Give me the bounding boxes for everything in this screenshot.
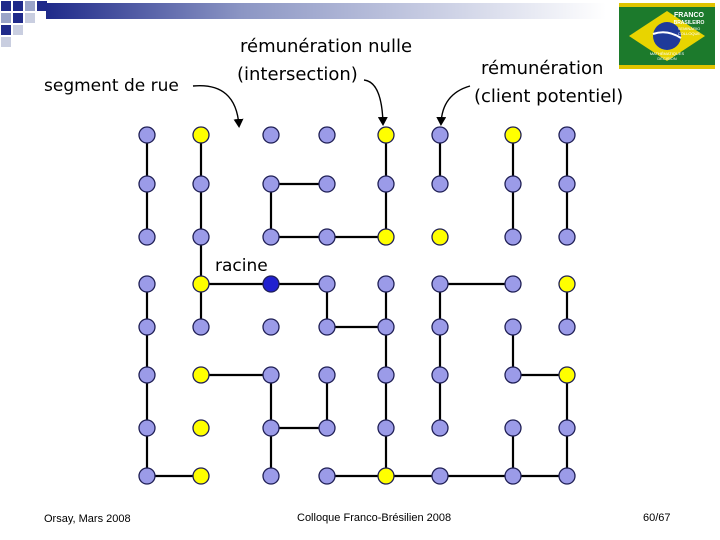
intersection-node: [262, 175, 280, 193]
intersection-node: [192, 318, 210, 336]
client-reward-label-line1: rémunération: [481, 58, 604, 79]
zero-reward-label-line2: (intersection): [237, 64, 358, 85]
intersection-node: [558, 175, 576, 193]
intersection-node: [262, 419, 280, 437]
header-gradient-bar: [46, 3, 606, 19]
intersection-node: [262, 318, 280, 336]
intersection-node: [138, 175, 156, 193]
client-node: [504, 126, 522, 144]
intersection-node: [431, 366, 449, 384]
intersection-node: [558, 318, 576, 336]
intersection-node: [504, 275, 522, 293]
root-node: [262, 275, 280, 293]
intersection-node: [318, 275, 336, 293]
client-node: [377, 467, 395, 485]
intersection-node: [558, 126, 576, 144]
intersection-node: [504, 366, 522, 384]
client-node: [377, 126, 395, 144]
intersection-node: [377, 318, 395, 336]
intersection-node: [192, 175, 210, 193]
intersection-node: [377, 175, 395, 193]
corner-squares-decoration: [1, 1, 47, 47]
intersection-node: [138, 318, 156, 336]
intersection-node: [262, 228, 280, 246]
footer-date: Orsay, Mars 2008: [44, 513, 131, 525]
intersection-node: [504, 228, 522, 246]
client-node: [558, 275, 576, 293]
intersection-node: [504, 318, 522, 336]
client-node: [192, 467, 210, 485]
client-node: [558, 366, 576, 384]
intersection-node: [558, 419, 576, 437]
intersection-node: [431, 419, 449, 437]
intersection-node: [504, 175, 522, 193]
client-node: [192, 275, 210, 293]
intersection-node: [262, 366, 280, 384]
footer-title: Colloque Franco-Brésilien 2008: [297, 512, 452, 524]
intersection-node: [318, 366, 336, 384]
brazil-flag-logo: FRANCO BRASILEIRO SEMINÁRIO COLLOQUE MAT…: [619, 3, 715, 69]
intersection-node: [138, 419, 156, 437]
logo-text-2: BRASILEIRO: [674, 20, 705, 26]
intersection-node: [377, 275, 395, 293]
intersection-node: [318, 175, 336, 193]
intersection-node: [504, 467, 522, 485]
intersection-node: [558, 467, 576, 485]
intersection-node: [431, 318, 449, 336]
intersection-node: [318, 318, 336, 336]
intersection-node: [138, 275, 156, 293]
client-node: [192, 126, 210, 144]
intersection-node: [192, 228, 210, 246]
intersection-node: [318, 228, 336, 246]
client-node: [431, 228, 449, 246]
intersection-node: [431, 467, 449, 485]
client-reward-label-line2: (client potentiel): [474, 86, 624, 107]
intersection-node: [138, 228, 156, 246]
client-node: [192, 419, 210, 437]
segment-label: segment de rue: [44, 76, 179, 96]
intersection-node: [318, 419, 336, 437]
intersection-node: [318, 126, 336, 144]
logo-text-5: MATHÉMATIQUES: [650, 51, 685, 56]
logo-text-6: DÉCISION: [657, 56, 676, 61]
logo-text-1: FRANCO: [674, 12, 704, 19]
intersection-node: [377, 366, 395, 384]
intersection-node: [558, 228, 576, 246]
root-label: racine: [215, 256, 268, 276]
client-node: [192, 366, 210, 384]
page-number: 60/67: [643, 512, 671, 524]
intersection-node: [377, 419, 395, 437]
logo-text-3: SEMINÁRIO: [678, 26, 700, 31]
intersection-node: [262, 126, 280, 144]
logo-text-4: COLLOQUE: [678, 31, 701, 36]
intersection-node: [262, 467, 280, 485]
intersection-node: [138, 366, 156, 384]
client-node: [377, 228, 395, 246]
intersection-node: [431, 126, 449, 144]
intersection-node: [431, 275, 449, 293]
zero-reward-label-line1: rémunération nulle: [240, 36, 413, 57]
intersection-node: [504, 419, 522, 437]
intersection-node: [318, 467, 336, 485]
intersection-node: [138, 126, 156, 144]
intersection-node: [431, 175, 449, 193]
intersection-node: [138, 467, 156, 485]
